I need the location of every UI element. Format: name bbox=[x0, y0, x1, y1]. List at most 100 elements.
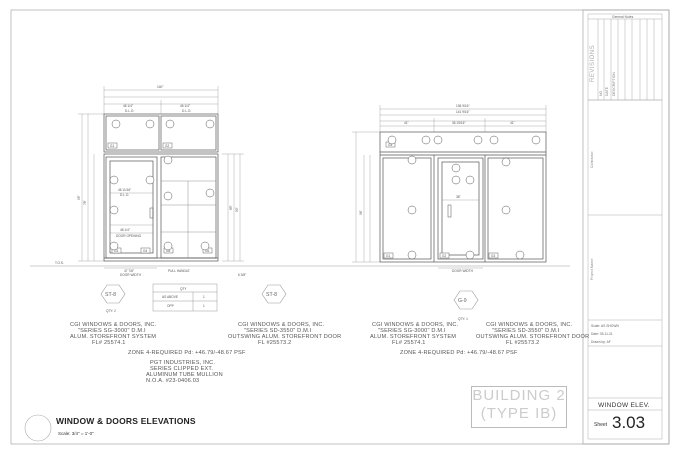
left-dimensions bbox=[78, 86, 244, 269]
left-glass-tag-1: G1 bbox=[110, 144, 114, 148]
right-glass-tags bbox=[383, 141, 499, 259]
svg-text:FL# 25574.1: FL# 25574.1 bbox=[392, 340, 426, 346]
right-overall-width: 136 9/16" bbox=[456, 104, 470, 108]
title-block-frame bbox=[582, 9, 670, 445]
tag-octagon-2 bbox=[261, 284, 287, 304]
title-block-header: General Notes bbox=[612, 15, 634, 19]
right-door-dim: 38" bbox=[456, 195, 461, 199]
tag-code-3: G-9 bbox=[458, 298, 467, 304]
qty-header: QTY bbox=[180, 287, 187, 291]
svg-text:PGT INDUSTRIES, INC.: PGT INDUSTRIES, INC. bbox=[150, 360, 215, 366]
svg-text:"SERIES SG-3000" D.M.I: "SERIES SG-3000" D.M.I bbox=[378, 328, 446, 334]
right-glass-tag-1: G1 bbox=[386, 254, 390, 258]
left-pull-handle: PULL HANDLE bbox=[168, 269, 190, 273]
left-door-width: 47 7/8" bbox=[124, 269, 134, 273]
left-glass-tag-5: G5 bbox=[166, 249, 170, 253]
left-door-dlo-label: D.L.O. bbox=[120, 193, 129, 197]
svg-text:CGI WINDOWS & DOORS, INC.: CGI WINDOWS & DOORS, INC. bbox=[238, 322, 325, 328]
qty-row-2-label: OPP bbox=[167, 304, 174, 308]
sheet-number: 3.03 bbox=[612, 413, 646, 432]
tag-octagon-3 bbox=[453, 290, 479, 310]
left-overall-width: 140" bbox=[157, 85, 163, 89]
rev-col-no: NO. bbox=[599, 89, 603, 96]
right-lite-width-2: 36 15/16" bbox=[452, 121, 466, 125]
note-mullion: PGT INDUSTRIES, INC. SERIES CLIPPED EXT.… bbox=[146, 360, 223, 384]
right-glass-tag-2: G2 bbox=[442, 254, 446, 258]
svg-text:CGI WINDOWS & DOORS, INC.: CGI WINDOWS & DOORS, INC. bbox=[486, 322, 573, 328]
tag-qty-1: QTY: 2 bbox=[106, 309, 116, 313]
note-right-zone: ZONE 4-REQUIRED Pd: +46.79/-48.67 PSF bbox=[400, 350, 518, 356]
left-lite-width-a: 46 1/4" bbox=[123, 104, 133, 108]
left-height-4: 90" bbox=[235, 207, 239, 212]
left-door-dlo: 46 11/16" bbox=[118, 188, 131, 192]
title-block-grid bbox=[587, 13, 663, 440]
note-right-door: CGI WINDOWS & DOORS, INC. "SERIES SD-355… bbox=[476, 322, 589, 346]
svg-text:OUTSWING ALUM. STOREFRONT DOOR: OUTSWING ALUM. STOREFRONT DOOR bbox=[476, 334, 589, 340]
right-door-height: 96" bbox=[359, 210, 363, 215]
svg-text:"SERIES SD-3550" D.M.I: "SERIES SD-3550" D.M.I bbox=[492, 328, 560, 334]
left-glass-tag-3: G3 bbox=[114, 249, 118, 253]
rev-col-desc: DESCRIPTION bbox=[612, 72, 616, 96]
svg-text:SERIES CLIPPED EXT.: SERIES CLIPPED EXT. bbox=[150, 366, 213, 372]
sheet-label: Sheet bbox=[594, 422, 608, 428]
building-type: (TYPE IB) bbox=[480, 405, 558, 422]
svg-text:CGI WINDOWS & DOORS, INC.: CGI WINDOWS & DOORS, INC. bbox=[372, 322, 459, 328]
left-sill: 6 3/8" bbox=[238, 273, 246, 277]
svg-text:"SERIES SD-3550" D.M.I: "SERIES SD-3550" D.M.I bbox=[244, 328, 312, 334]
svg-text:ALUM. STOREFRONT SYSTEM: ALUM. STOREFRONT SYSTEM bbox=[70, 334, 156, 340]
right-door-width-label: DOOR WIDTH bbox=[452, 269, 474, 273]
left-lite-dlo-a: D.L.O. bbox=[125, 109, 134, 113]
tb-date: Date: 05-11-21 bbox=[591, 332, 613, 336]
note-left-system: CGI WINDOWS & DOORS, INC. "SERIES SG-300… bbox=[70, 322, 157, 346]
svg-text:FL #25573.2: FL #25573.2 bbox=[506, 340, 539, 346]
svg-text:CGI WINDOWS & DOORS, INC.: CGI WINDOWS & DOORS, INC. bbox=[70, 322, 157, 328]
qty-table bbox=[152, 283, 218, 312]
right-lite-width-1: 41" bbox=[404, 121, 409, 125]
revisions-label: REVISIONS bbox=[590, 44, 596, 82]
left-glass-tag-2: G2 bbox=[165, 144, 169, 148]
right-glass-tag-4: G4 bbox=[388, 143, 392, 147]
left-glass-tag-4: G4 bbox=[143, 249, 147, 253]
left-glass-tags bbox=[107, 142, 213, 254]
note-left-zone: ZONE 4-REQUIRED Pd: +46.79/-48.67 PSF bbox=[128, 350, 246, 356]
left-glass-tag-6: G6 bbox=[205, 249, 209, 253]
svg-text:OUTSWING ALUM. STOREFRONT DOOR: OUTSWING ALUM. STOREFRONT DOOR bbox=[228, 334, 341, 340]
title-bubble bbox=[24, 414, 52, 442]
tag-qty-3: QTY: 1 bbox=[458, 317, 468, 321]
left-lite-width-b: 46 1/4" bbox=[180, 104, 190, 108]
right-lite-width-3: 41" bbox=[510, 121, 515, 125]
tb-drawn-by: Drawn by: AF bbox=[591, 340, 611, 344]
contractor-label: Contractor: bbox=[590, 150, 594, 168]
tag-code-1: ST-8 bbox=[105, 292, 116, 298]
drawing-title: WINDOW & DOORS ELEVATIONS bbox=[56, 416, 196, 426]
tag-octagon-1 bbox=[100, 284, 126, 304]
qty-row-1-label: AS ABOVE bbox=[162, 295, 178, 299]
building-name: BUILDING 2 bbox=[472, 387, 566, 404]
svg-text:N.O.A. #23-0406.03: N.O.A. #23-0406.03 bbox=[146, 378, 199, 384]
left-door-opening: 48 1/4" bbox=[120, 228, 130, 232]
left-door-width-label: DOOR WIDTH bbox=[120, 273, 142, 277]
left-height-3: 83" bbox=[229, 205, 233, 210]
rev-col-date: DATE bbox=[605, 86, 609, 96]
right-glass-tag-3: G3 bbox=[491, 254, 495, 258]
right-sub-width: 141 9/16" bbox=[456, 110, 470, 114]
tag-code-2: ST-8 bbox=[266, 292, 277, 298]
svg-text:FL #25573.2: FL #25573.2 bbox=[258, 340, 291, 346]
note-left-door: CGI WINDOWS & DOORS, INC. "SERIES SD-355… bbox=[228, 322, 341, 346]
svg-text:FL# 25574.1: FL# 25574.1 bbox=[92, 340, 126, 346]
right-elevation bbox=[379, 131, 547, 263]
tb-scale: Scale: AS SHOWN bbox=[591, 324, 619, 328]
building-stamp: BUILDING 2 (TYPE IB) bbox=[471, 386, 567, 428]
left-height-1: 95" bbox=[77, 195, 81, 200]
left-height-2: 78" bbox=[83, 200, 87, 205]
svg-text:ALUMINUM TUBE MULLION: ALUMINUM TUBE MULLION bbox=[146, 372, 223, 378]
project-name-label: Project Name: bbox=[590, 257, 594, 280]
note-right-system: CGI WINDOWS & DOORS, INC. "SERIES SG-300… bbox=[370, 322, 459, 346]
svg-text:"SERIES SG-3000" D.M.I: "SERIES SG-3000" D.M.I bbox=[78, 328, 146, 334]
floor-label: T.O.S. bbox=[55, 261, 64, 265]
svg-text:ALUM. STOREFRONT SYSTEM: ALUM. STOREFRONT SYSTEM bbox=[370, 334, 456, 340]
qty-row-1-value: 1 bbox=[203, 295, 205, 299]
qty-row-2-value: 1 bbox=[203, 304, 205, 308]
sheet-name: WINDOW ELEV. bbox=[598, 402, 650, 409]
